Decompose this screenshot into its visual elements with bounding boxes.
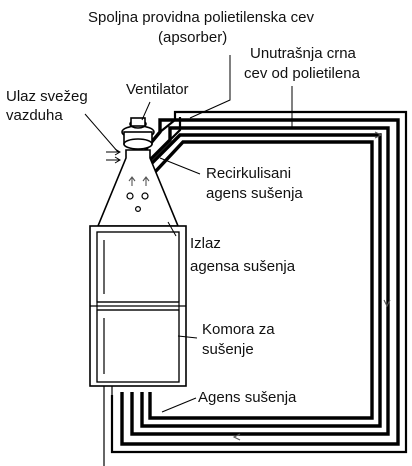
label-fresh-air-line1: Ulaz svežeg <box>6 88 88 105</box>
label-outer-tube-line1: Spoljna providna polietilenska cev <box>88 9 314 26</box>
label-outlet-line1: Izlaz <box>190 235 221 252</box>
label-chamber-line2: sušenje <box>202 341 254 358</box>
flow-arrows <box>232 131 391 441</box>
dryer-housing <box>89 149 187 466</box>
inner-black-tube <box>120 118 400 446</box>
label-fresh-air-line2: vazduha <box>6 107 63 124</box>
label-recirc-line1: Recirkulisani <box>206 165 291 182</box>
label-inner-tube-line2: cev od polietilena <box>244 65 361 82</box>
label-outer-tube-line2: (apsorber) <box>158 29 227 46</box>
label-chamber-line1: Komora za <box>202 321 275 338</box>
fan-unit <box>121 117 155 150</box>
label-agent: Agens sušenja <box>198 389 297 406</box>
label-inner-tube-line1: Unutrašnja crna <box>250 45 357 62</box>
leader-lines <box>84 55 293 413</box>
label-recirc-line2: agens sušenja <box>206 185 303 202</box>
label-fan: Ventilator <box>126 81 189 98</box>
label-outlet-line2: agensa sušenja <box>190 258 296 275</box>
fresh-air-inlet-arrows <box>106 148 121 164</box>
